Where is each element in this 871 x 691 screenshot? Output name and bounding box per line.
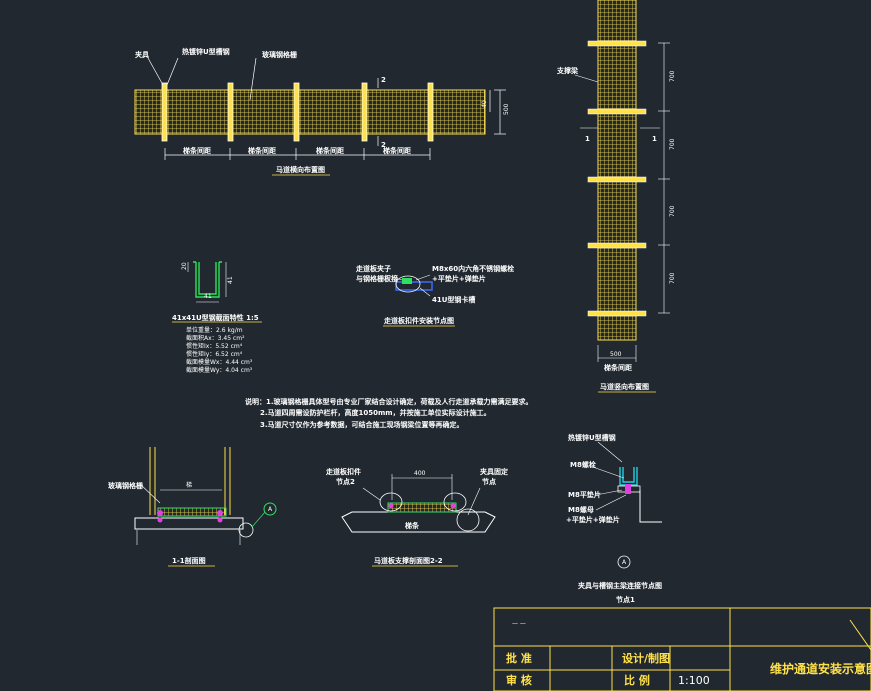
plan-grating	[134, 89, 486, 135]
title-block	[493, 607, 871, 691]
channel-prop-5: 截面模量Wx：4.44 cm³	[186, 358, 253, 366]
node1-label-c: M8螺母	[568, 505, 594, 514]
plan-label-ground: 热镀锌U型槽钢	[182, 47, 230, 56]
section11-caption: 1-1剖面图	[172, 556, 206, 565]
node1-channel	[619, 467, 638, 486]
node1-sub: 节点1	[616, 595, 635, 604]
node1-callout: A	[622, 559, 627, 566]
channel-prop-6: 截面模量Wy：4.04 cm³	[186, 366, 253, 374]
note-line-2: 2.马道四周需设防护栏杆，高度1050mm，并按施工单位实际设计施工。	[260, 408, 491, 417]
titleblock-title: 维护通道安装示意图	[770, 661, 871, 676]
vertical-spacing: 梯条间距	[604, 363, 632, 372]
channel-dim-41b: 41	[204, 293, 212, 300]
section11-beam	[134, 517, 244, 530]
plan-spacing-2: 梯条间距	[248, 146, 276, 155]
section22-label-right-2: 节点	[482, 477, 496, 486]
node1-angle	[639, 490, 662, 523]
plan-spacing-4: 梯条间距	[383, 146, 411, 155]
plan-clamps	[161, 82, 434, 142]
section11-label: 玻璃钢格栅	[108, 481, 143, 490]
channel-shape	[193, 261, 222, 298]
section11-grating	[157, 507, 227, 517]
plan-spacing-1: 梯条间距	[183, 146, 211, 155]
vertical-dim-2: 700	[669, 138, 676, 150]
detail-clip: 走道板夹子 与钢格栅板接 M8x60内六角不锈钢螺栓 +平垫片+弹垫片 41U型…	[356, 264, 514, 327]
plan-label-fixture: 夹具	[135, 50, 149, 59]
section22-dim-400: 400	[414, 470, 426, 477]
section22-caption: 马道板支撑剖面图2-2	[374, 556, 443, 565]
plan-section-mark-top: 2	[381, 76, 386, 84]
titleblock-design: 设计/制图	[622, 651, 670, 665]
titleblock-row1-left: — —	[512, 620, 526, 627]
channel-dim-20: 20	[181, 262, 188, 270]
vertical-crossbars	[587, 40, 647, 317]
section11-dim: 梯	[186, 481, 192, 489]
section22-label-bottom: 梯条	[405, 521, 420, 530]
plan-view: 夹具 热镀锌U型槽钢 玻璃钢格栅 2 2 40 500 梯条间距 梯条间距 梯条…	[134, 47, 510, 176]
titleblock-approve: 批 准	[506, 651, 532, 665]
vertical-dim-500: 500	[610, 351, 622, 358]
plan-spacing-3: 梯条间距	[316, 146, 344, 155]
node1-label-d: +平垫片+弹垫片	[566, 515, 620, 524]
titleblock-review: 审 核	[506, 673, 532, 687]
vertical-dim-1: 700	[669, 70, 676, 82]
section22-label-1: 走道板扣件	[326, 467, 361, 476]
note-line-1: 说明：1.玻璃钢格栅具体型号由专业厂家结合设计确定，荷载及人行走道承载力需满足要…	[245, 397, 533, 406]
channel-prop-4: 惯性矩Iy：6.52 cm⁴	[186, 350, 243, 358]
channel-prop-3: 惯性矩Ix：5.52 cm⁴	[186, 342, 243, 350]
channel-prop-1: 单位重量：2.6 kg/m	[186, 326, 243, 334]
channel-section: 20 41 41 41x41U型钢截面特性 1:5 单位重量：2.6 kg/m …	[172, 261, 262, 374]
node1-caption: 夹具与槽钢主梁连接节点图	[578, 581, 662, 590]
vertical-dim-3: 700	[669, 205, 676, 217]
channel-caption: 41x41U型钢截面特性 1:5	[172, 313, 259, 322]
channel-dim-41: 41	[227, 276, 234, 284]
clip-label-left-2: 与钢格栅板接	[356, 274, 398, 283]
plan-dim-500: 500	[503, 103, 510, 115]
plan-caption: 马道横向布置图	[276, 165, 325, 174]
plan-dim-40: 40	[481, 100, 488, 108]
notes: 说明：1.玻璃钢格栅具体型号由专业厂家结合设计确定，荷载及人行走道承载力需满足要…	[245, 397, 533, 429]
section-1-1: 玻璃钢格栅 梯 A 1-1剖面图	[108, 447, 277, 567]
vertical-caption: 马道竖向布置图	[600, 382, 649, 391]
vertical-dim-4: 700	[669, 272, 676, 284]
clip-label-bottom: 41U型钢卡槽	[432, 295, 475, 304]
section22-grating	[387, 502, 457, 513]
node-1: 热镀锌U型槽钢 M8螺栓 M8平垫片 M8螺母 +平垫片+弹垫片 A 夹具与槽钢…	[566, 433, 662, 604]
section22-label-2: 节点2	[336, 477, 355, 486]
plan-label-mesh: 玻璃钢格栅	[262, 50, 297, 59]
node1-label-a: M8螺栓	[570, 460, 596, 469]
clip-caption: 走道板扣件安装节点图	[384, 316, 454, 325]
note-line-3: 3.马道尺寸仅作为参考数据，可结合施工现场钢梁位置等再确定。	[260, 420, 464, 429]
vertical-section-right: 1	[652, 135, 657, 143]
titleblock-scale-value: 1:100	[678, 674, 710, 687]
clip-label-right-1: M8x60内六角不锈钢螺栓	[432, 264, 514, 273]
section22-beam	[341, 511, 496, 533]
clip-label-right-2: +平垫片+弹垫片	[432, 274, 486, 283]
section-2-2: 400 走道板扣件 节点2 夹具固定 节点 梯条 马道板支撑剖面图2-2	[326, 467, 508, 567]
plan-section-mark-bottom: 2	[381, 141, 386, 149]
node1-label-top: 热镀锌U型槽钢	[568, 433, 616, 442]
vertical-view: 支撑梁 700 700 700 700 1 1 500 梯条间距 马道竖向布置图	[556, 0, 676, 393]
plan-dimension-lines	[147, 57, 506, 160]
clip-label-left-1: 走道板夹子	[356, 264, 391, 273]
channel-prop-2: 截面积Ax：3.45 cm²	[186, 334, 245, 342]
titleblock-scale-label: 比 例	[624, 673, 650, 687]
node1-label-b: M8平垫片	[568, 490, 601, 499]
vertical-section-left: 1	[585, 135, 590, 143]
section11-callout: A	[268, 506, 273, 513]
vertical-grating	[597, 0, 637, 341]
section22-label-right-1: 夹具固定	[480, 467, 508, 476]
vertical-support-label: 支撑梁	[556, 66, 579, 75]
